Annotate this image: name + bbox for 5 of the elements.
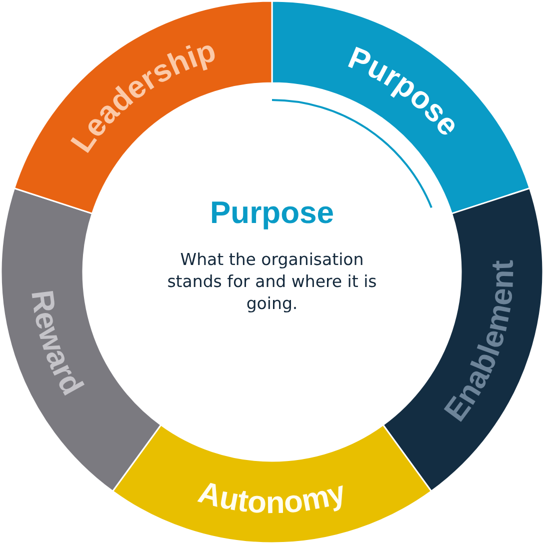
segment-label: Autonomy xyxy=(194,474,350,520)
center-heading: Purpose xyxy=(210,195,334,231)
ring-segment xyxy=(0,188,162,492)
center-description: What the organisation stands for and where it is going. xyxy=(166,249,378,315)
ring-segment xyxy=(112,424,432,544)
